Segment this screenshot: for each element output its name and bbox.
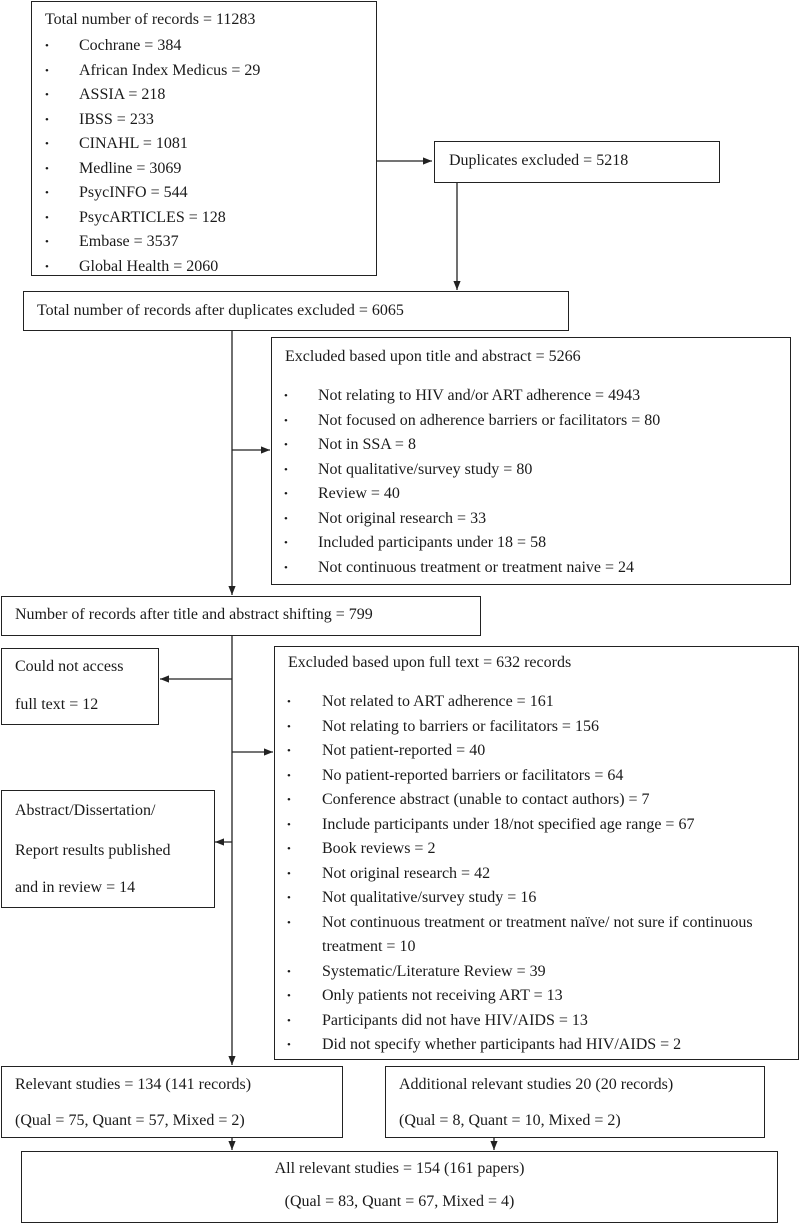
list-item: Only patients not receiving ART = 13 [287, 984, 782, 1009]
all-relevant-studies-box [21, 1151, 778, 1223]
no-access-line-2: full text = 12 [15, 696, 99, 713]
after-duplicates-box [23, 291, 569, 331]
list-item: Global Health = 2060 [45, 255, 260, 280]
list-item: Participants did not have HIV/AIDS = 13 [287, 1009, 782, 1034]
list-item: Not original research = 33 [284, 507, 660, 532]
list-item: Not qualitative/survey study = 80 [284, 458, 660, 483]
list-item: Did not specify whether participants had… [287, 1033, 782, 1058]
after-screening-box [1, 596, 481, 636]
list-item: Cochrane = 384 [45, 34, 260, 59]
list-item: No patient-reported barriers or facilita… [287, 764, 782, 789]
all-relevant-studies-line-1: All relevant studies = 154 (161 papers) [274, 1160, 525, 1177]
additional-studies-line-1: Additional relevant studies 20 (20 recor… [399, 1076, 674, 1093]
full-text-exclusion-reasons: Not related to ART adherence = 161 Not r… [287, 690, 782, 1058]
list-item: CINAHL = 1081 [45, 132, 260, 157]
relevant-studies-line-2: (Qual = 75, Quant = 57, Mixed = 2) [15, 1112, 245, 1129]
list-item: Not in SSA = 8 [284, 433, 660, 458]
published-in-review-line-2: Report results published [15, 842, 171, 859]
after-duplicates-label: Total number of records after duplicates… [37, 302, 404, 319]
list-item: Not related to ART adherence = 161 [287, 690, 782, 715]
published-in-review-line-3: and in review = 14 [15, 879, 136, 896]
title-abstract-exclusion-header: Excluded based upon title and abstract =… [285, 348, 581, 365]
relevant-studies-line-1: Relevant studies = 134 (141 records) [15, 1076, 252, 1093]
total-records-label: Total number of records = 11283 [45, 11, 256, 28]
after-screening-label: Number of records after title and abstra… [15, 606, 373, 623]
list-item: Included participants under 18 = 58 [284, 531, 660, 556]
list-item: Not relating to barriers or facilitators… [287, 715, 782, 740]
list-item: Conference abstract (unable to contact a… [287, 788, 782, 813]
list-item: Systematic/Literature Review = 39 [287, 960, 782, 985]
no-access-box [1, 648, 159, 725]
list-item: Review = 40 [284, 482, 660, 507]
list-item: Embase = 3537 [45, 230, 260, 255]
list-item: Include participants under 18/not specif… [287, 813, 782, 838]
list-item: Not relating to HIV and/or ART adherence… [284, 384, 660, 409]
no-access-line-1: Could not access [15, 658, 124, 675]
list-item: Not continuous treatment or treatment na… [284, 556, 660, 581]
duplicates-excluded-box [434, 141, 720, 183]
list-item: IBSS = 233 [45, 108, 260, 133]
list-item: Not patient-reported = 40 [287, 739, 782, 764]
additional-studies-line-2: (Qual = 8, Quant = 10, Mixed = 2) [399, 1112, 621, 1129]
published-in-review-line-1: Abstract/Dissertation/ [15, 802, 156, 819]
list-item: African Index Medicus = 29 [45, 59, 260, 84]
list-item: PsycINFO = 544 [45, 181, 260, 206]
additional-studies-box [385, 1066, 765, 1138]
list-item: ASSIA = 218 [45, 83, 260, 108]
list-item: Not continuous treatment or treatment na… [287, 911, 782, 960]
list-item: Not focused on adherence barriers or fac… [284, 409, 660, 434]
source-database-list: Cochrane = 384 African Index Medicus = 2… [45, 34, 260, 279]
published-in-review-box [1, 790, 215, 908]
title-abstract-exclusion-reasons: Not relating to HIV and/or ART adherence… [284, 384, 660, 580]
all-relevant-studies-line-2: (Qual = 83, Quant = 67, Mixed = 4) [284, 1193, 515, 1210]
list-item: Not original research = 42 [287, 862, 782, 887]
full-text-exclusion-header: Excluded based upon full text = 632 reco… [288, 654, 572, 671]
duplicates-excluded-label: Duplicates excluded = 5218 [449, 152, 629, 169]
list-item: PsycARTICLES = 128 [45, 206, 260, 231]
relevant-studies-box [1, 1066, 343, 1138]
list-item: Book reviews = 2 [287, 837, 782, 862]
list-item: Not qualitative/survey study = 16 [287, 886, 782, 911]
list-item: Medline = 3069 [45, 157, 260, 182]
